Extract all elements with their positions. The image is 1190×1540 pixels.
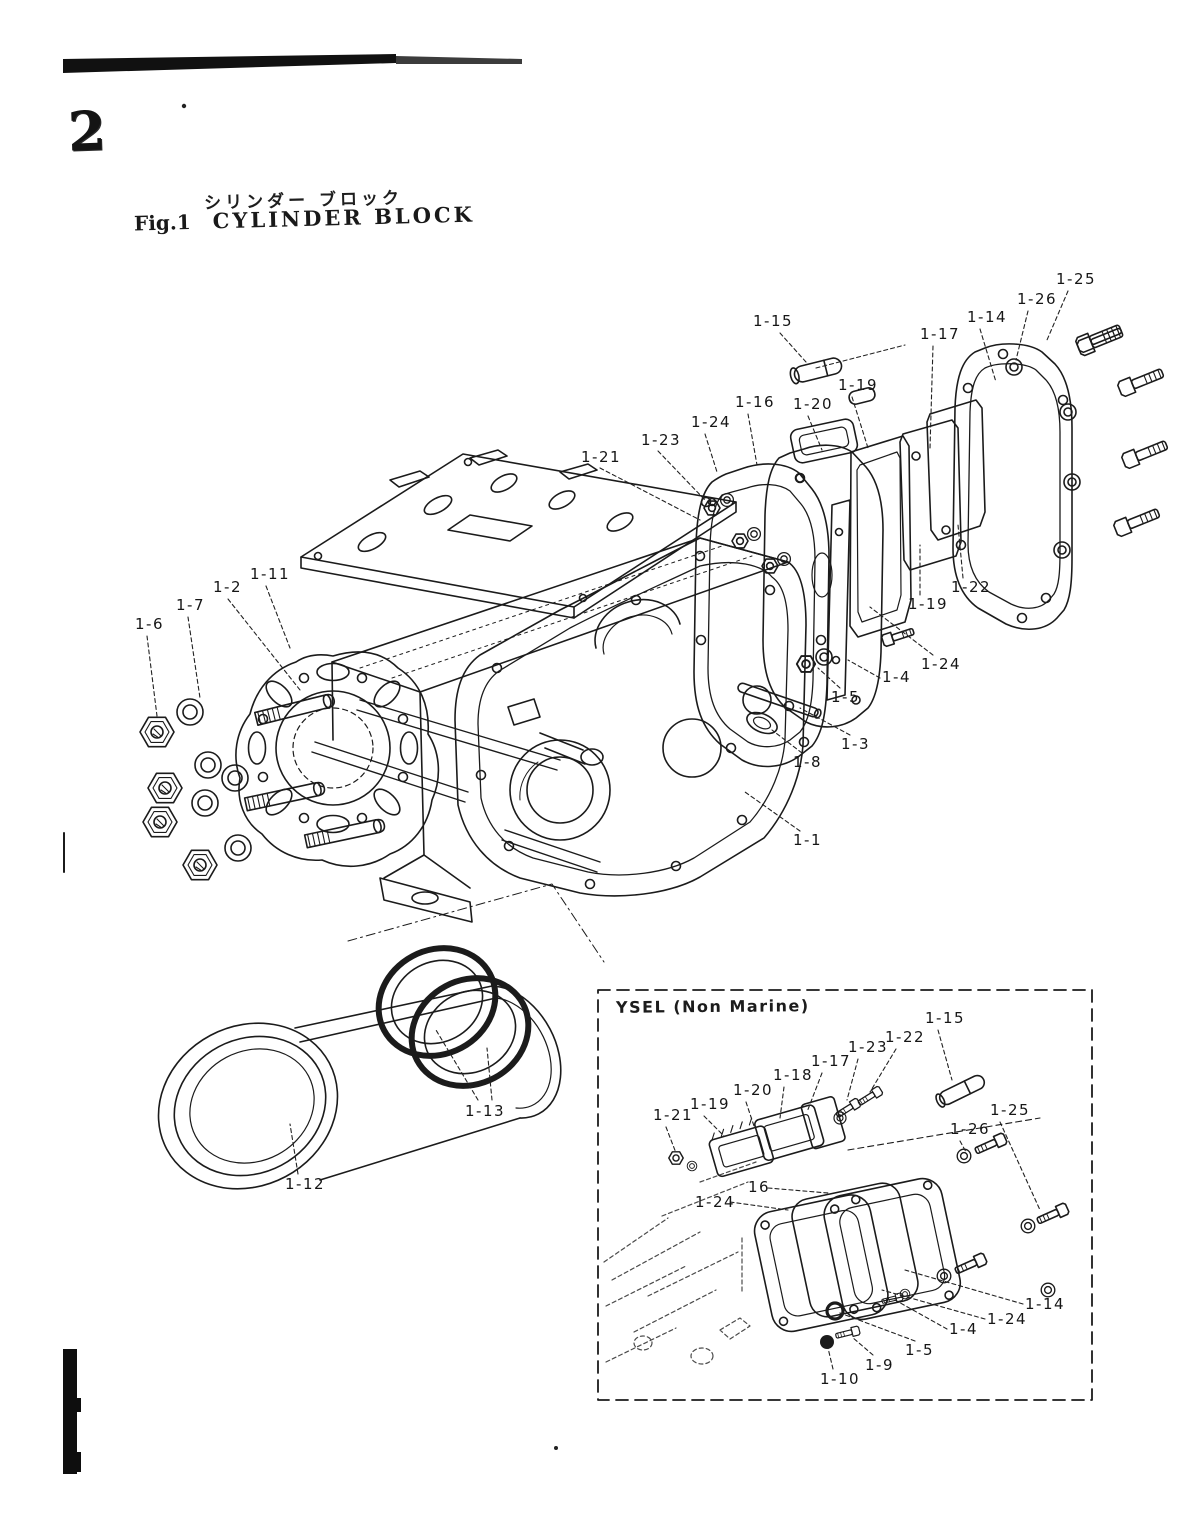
- inset-cover-stack: [668, 1074, 1071, 1349]
- inset-ghost-block: [603, 1161, 757, 1365]
- cover-stack-drawing: [693, 320, 1171, 768]
- ink-speck: [181, 103, 187, 109]
- o-rings-drawing: [375, 945, 532, 1089]
- page-number: 2: [66, 98, 107, 164]
- figure-label: Fig.1: [133, 209, 192, 236]
- top-rule-bar: [63, 54, 522, 73]
- cylinder-block-drawing: [331, 499, 851, 963]
- cylinder-liner-drawing: [157, 985, 562, 1190]
- bearing-flange-drawing: [139, 651, 601, 881]
- head-gasket-plate: [300, 449, 737, 619]
- ink-speck: [554, 1446, 558, 1450]
- inset-box: [597, 989, 1093, 1401]
- inset-title: YSEL (Non Marine): [615, 996, 810, 1017]
- bottom-margin-bar: [63, 1349, 81, 1474]
- leader-lines: [146, 290, 1069, 1370]
